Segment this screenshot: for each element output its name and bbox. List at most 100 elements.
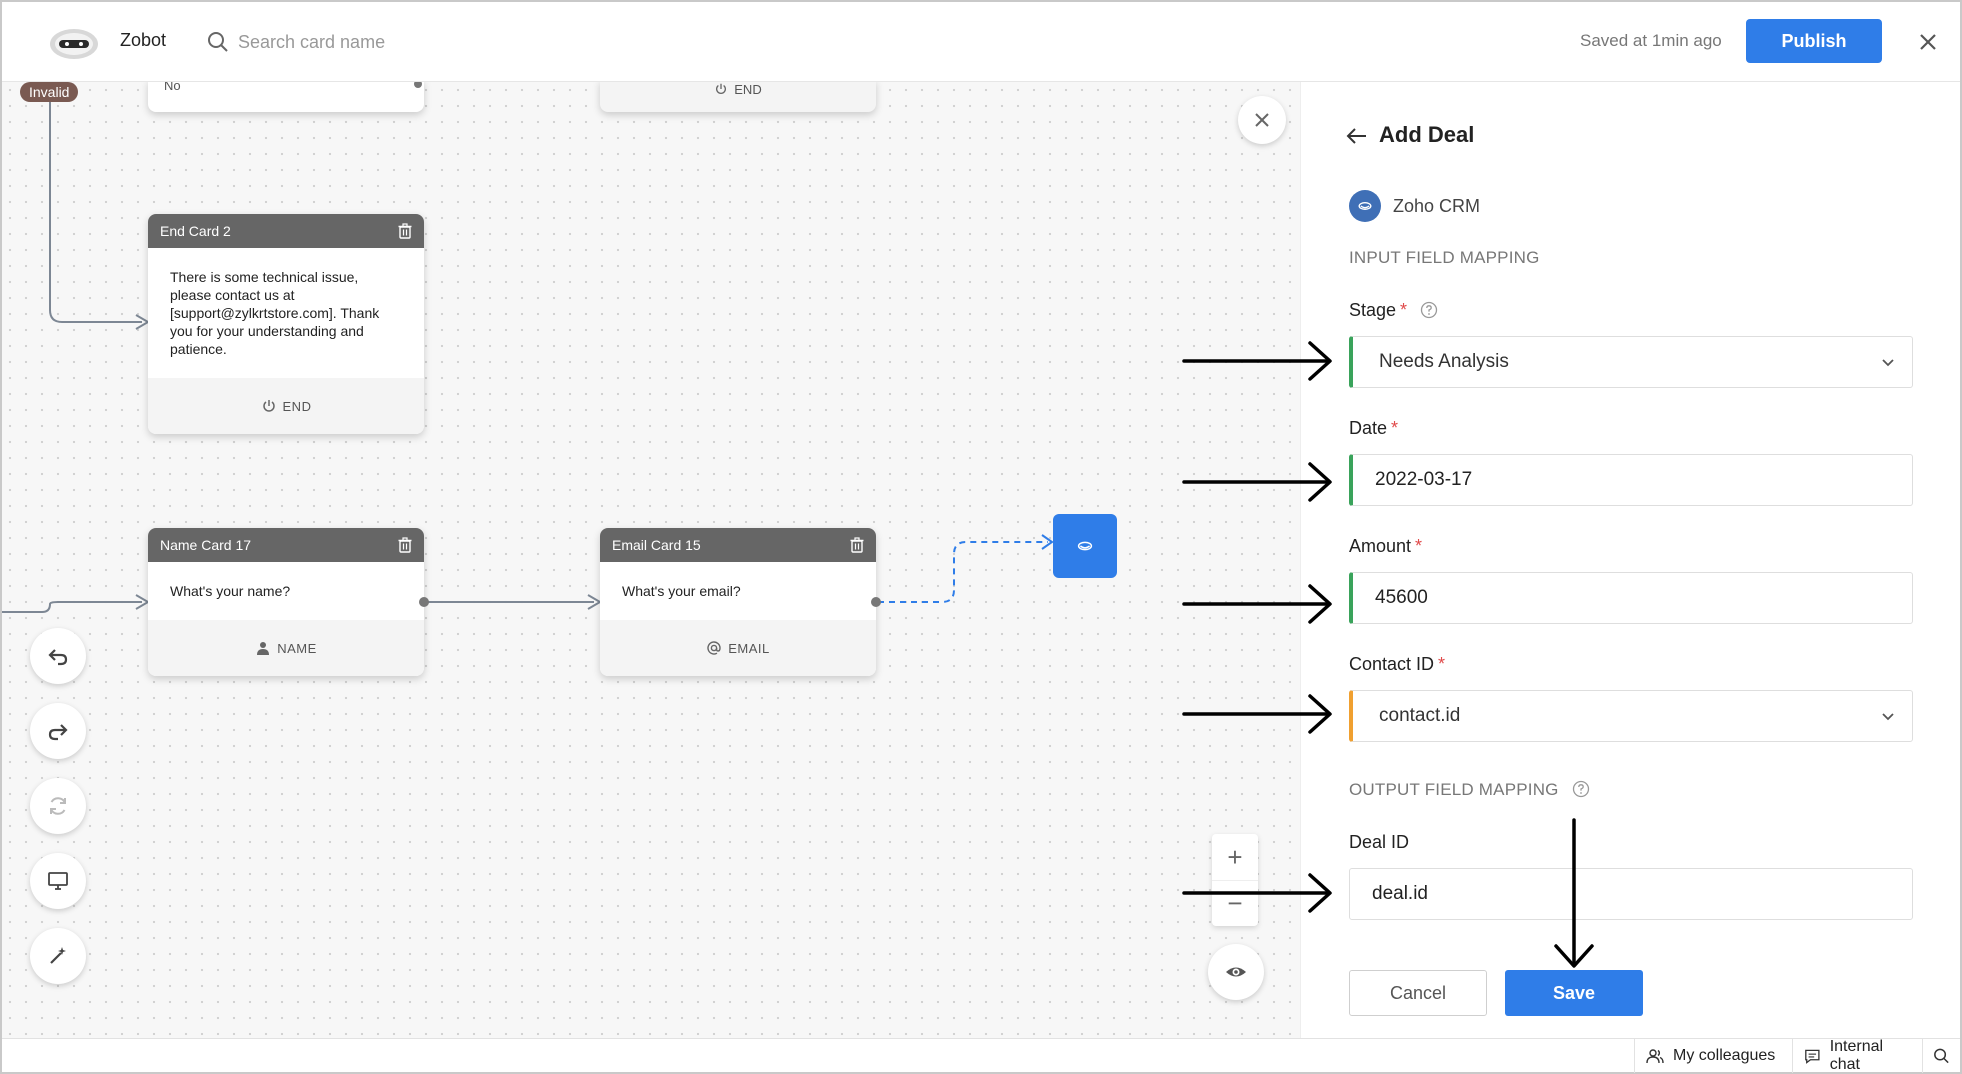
input-mapping-heading: INPUT FIELD MAPPING [1349, 248, 1540, 267]
internal-chat-label: Internal chat [1829, 1038, 1884, 1073]
date-input[interactable]: 2022-03-17 [1349, 454, 1913, 506]
eye-icon [1226, 967, 1246, 977]
deal-id-value: deal.id [1372, 883, 1428, 904]
card-footer-label: EMAIL [728, 640, 770, 656]
close-icon[interactable] [1916, 30, 1940, 54]
required-mark: * [1438, 654, 1446, 674]
preview-button[interactable] [1208, 944, 1264, 1000]
refresh-icon [50, 797, 66, 815]
end-card-2[interactable]: End Card 2 There is some technical issue… [148, 214, 424, 434]
footer-search-button[interactable] [1922, 1039, 1960, 1073]
output-mapping-text: OUTPUT FIELD MAPPING [1349, 780, 1559, 799]
card-title: End Card 2 [160, 223, 231, 239]
cancel-button[interactable]: Cancel [1349, 970, 1487, 1016]
partial-card-right[interactable]: END [600, 82, 876, 112]
stage-value: Needs Analysis [1379, 351, 1509, 372]
amount-label: Amount* [1349, 536, 1422, 557]
undo-icon [48, 649, 68, 666]
partial-card-left[interactable]: No [148, 82, 424, 112]
my-colleagues-label: My colleagues [1673, 1047, 1776, 1064]
zoom-out-button[interactable]: − [1212, 880, 1258, 926]
zoho-integration-node[interactable] [1053, 514, 1117, 578]
email-card-15[interactable]: Email Card 15 What's your email? EMAIL [600, 528, 876, 676]
output-port[interactable] [871, 597, 881, 607]
flow-canvas[interactable]: No END End Card 2 There is some technica… [2, 82, 1300, 1038]
output-port[interactable] [419, 597, 429, 607]
redo-icon [48, 724, 68, 741]
monitor-icon [48, 872, 68, 890]
invalid-badge: Invalid [20, 82, 79, 102]
preview-screen-button[interactable] [30, 853, 86, 909]
contact-id-select[interactable]: contact.id [1349, 690, 1913, 742]
stage-label-text: Stage [1349, 300, 1397, 320]
card-title: Name Card 17 [160, 537, 252, 553]
partial-card-text: No [164, 82, 181, 93]
trash-icon[interactable] [396, 536, 414, 554]
card-message: There is some technical issue, please co… [148, 248, 424, 378]
integration-name: Zoho CRM [1393, 196, 1481, 216]
close-icon [1255, 113, 1269, 127]
deal-id-input[interactable]: deal.id [1349, 868, 1913, 920]
card-footer-label: NAME [277, 640, 317, 656]
help-icon[interactable] [1572, 780, 1590, 798]
help-icon[interactable] [1420, 301, 1438, 319]
stage-select[interactable]: Needs Analysis [1349, 336, 1913, 388]
my-colleagues-button[interactable]: My colleagues [1634, 1039, 1792, 1073]
search-input[interactable] [238, 24, 558, 60]
power-icon [716, 83, 727, 94]
deal-id-label: Deal ID [1349, 832, 1410, 852]
zoom-out-label: − [1227, 888, 1243, 918]
power-icon [262, 400, 275, 412]
output-mapping-heading: OUTPUT FIELD MAPPING [1349, 780, 1590, 800]
undo-button[interactable] [30, 628, 86, 684]
contact-id-value: contact.id [1379, 705, 1461, 726]
back-arrow-icon[interactable] [1345, 124, 1369, 148]
card-title: Email Card 15 [612, 537, 701, 553]
date-label-text: Date [1349, 418, 1388, 438]
trash-icon[interactable] [848, 536, 866, 554]
contact-id-label-text: Contact ID [1349, 654, 1435, 674]
zoom-controls: + − [1212, 834, 1258, 926]
card-message: What's your name? [148, 562, 424, 620]
colleagues-icon [1646, 1049, 1664, 1064]
search-icon [1934, 1048, 1949, 1064]
publish-button[interactable]: Publish [1746, 19, 1882, 63]
chevron-down-icon [1882, 359, 1894, 367]
stage-label: Stage* [1349, 300, 1438, 321]
magic-wand-icon [50, 947, 66, 964]
required-mark: * [1415, 536, 1423, 556]
magic-wand-button[interactable] [30, 928, 86, 984]
bottom-bar: My colleagues Internal chat [2, 1038, 1960, 1073]
app-name: Zobot [120, 30, 167, 50]
chat-icon [1805, 1049, 1820, 1064]
card-message: What's your email? [600, 562, 876, 620]
required-mark: * [1400, 300, 1408, 320]
trash-icon[interactable] [396, 222, 414, 240]
redo-button[interactable] [30, 703, 86, 759]
panel-title: Add Deal [1379, 122, 1475, 147]
close-canvas-button[interactable] [1238, 96, 1286, 144]
date-value: 2022-03-17 [1375, 469, 1473, 490]
refresh-button[interactable] [30, 778, 86, 834]
zoho-crm-icon [1349, 190, 1381, 222]
output-port[interactable] [414, 82, 422, 88]
name-card-17[interactable]: Name Card 17 What's your name? NAME [148, 528, 424, 676]
add-deal-panel: Add Deal Zoho CRM INPUT FIELD MAPPING St… [1300, 82, 1960, 1038]
user-icon [257, 642, 270, 655]
contact-id-label: Contact ID* [1349, 654, 1445, 675]
zoom-in-button[interactable]: + [1212, 834, 1258, 880]
chevron-down-icon [1882, 713, 1894, 721]
amount-input[interactable]: 45600 [1349, 572, 1913, 624]
internal-chat-button[interactable]: Internal chat [1792, 1038, 1922, 1073]
required-mark: * [1391, 418, 1399, 438]
save-button[interactable]: Save [1505, 970, 1643, 1016]
at-icon [707, 641, 721, 655]
date-label: Date* [1349, 418, 1398, 439]
amount-value: 45600 [1375, 587, 1428, 608]
saved-status: Saved at 1min ago [1580, 31, 1722, 50]
search-icon[interactable] [206, 30, 230, 54]
top-bar: Zobot Saved at 1min ago Publish [2, 2, 1960, 82]
zoho-crm-icon [1077, 541, 1093, 551]
zoom-in-label: + [1227, 841, 1243, 872]
